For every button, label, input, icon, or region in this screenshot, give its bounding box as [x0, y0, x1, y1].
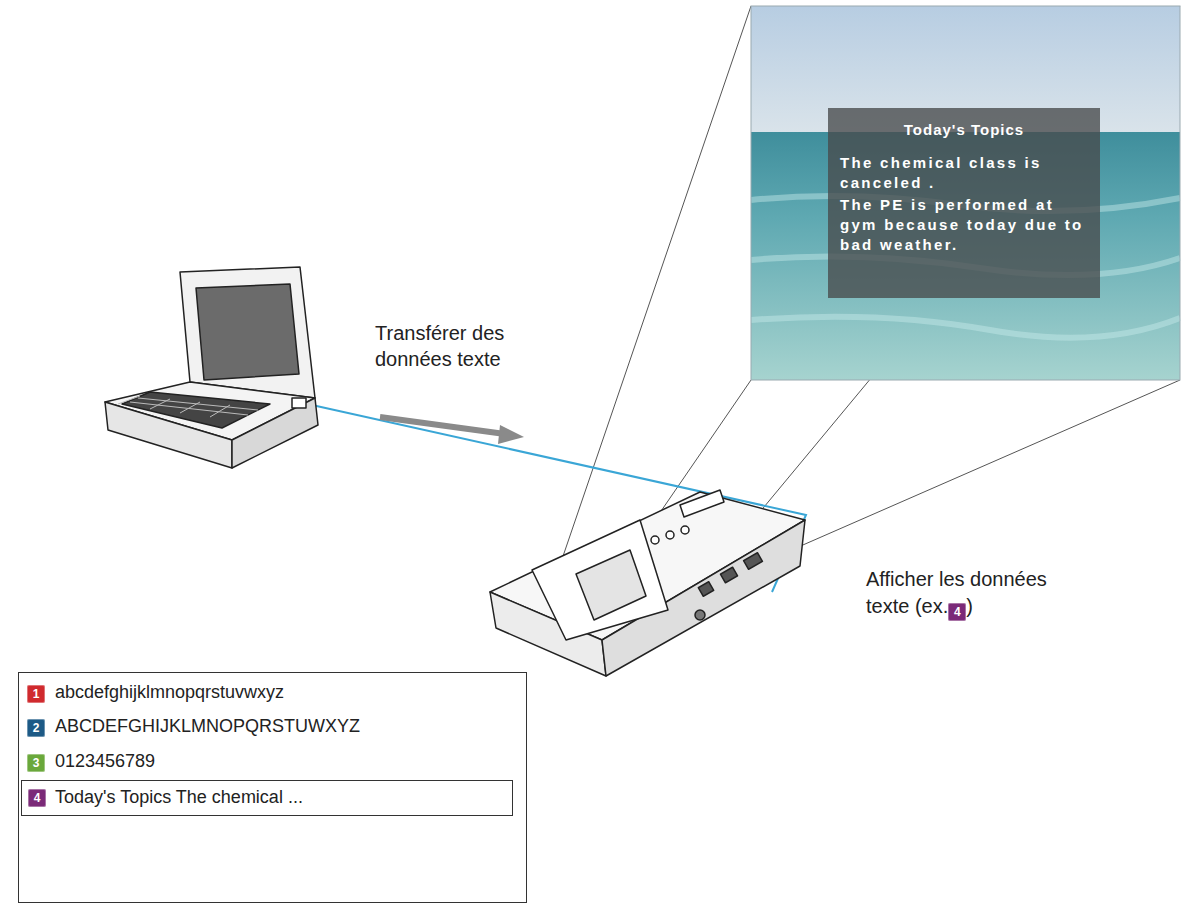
projector-port [720, 567, 737, 583]
projector-button [666, 531, 674, 539]
laptop-keyboard [122, 392, 270, 428]
laptop-lid [180, 267, 315, 398]
transfer-arrow-head [498, 425, 524, 444]
list-item-text: Today's Topics The chemical ... [55, 787, 303, 808]
projector-port [698, 582, 713, 597]
list-item-box: Today's Topics The chemical ... 4 [21, 780, 513, 816]
screen-border [751, 6, 1180, 380]
callout-badge: 1 [27, 685, 45, 703]
list-box: abcdefghijklmnopqrstuvwxyzABCDEFGHIJKLMN… [18, 672, 527, 903]
laptop-screen [196, 284, 299, 380]
callout-number: 1 [33, 687, 40, 701]
heading: Today's Topics [828, 121, 1100, 138]
annotation-label: Transférer des données texte [375, 320, 540, 372]
body-text: The chemical class is canceled . [840, 153, 1094, 193]
body-text: The PE is performed at gym because today… [840, 195, 1094, 255]
list-item-text: ABCDEFGHIJKLMNOPQRSTUWXYZ [55, 716, 360, 737]
projector-button [681, 526, 689, 534]
projector-panel [680, 490, 724, 517]
callout-number: 2 [33, 721, 40, 735]
projector-port [695, 610, 705, 620]
list-item-text: abcdefghijklmnopqrstuvwxyz [55, 682, 284, 703]
label-group: Afficher les données texte (ex.4) [866, 566, 1078, 621]
transfer-arrow [380, 417, 505, 434]
projection-line [720, 6, 1180, 560]
projector [490, 490, 805, 676]
projector-port [744, 553, 763, 570]
keyboard-keys [118, 396, 258, 417]
callout-badge: 4 [948, 603, 966, 621]
callout-number: 3 [33, 756, 40, 770]
annotation-label: ) [966, 595, 973, 617]
text-overlay-box: Today's TopicsThe chemical class is canc… [828, 108, 1100, 298]
laptop-port [292, 398, 306, 408]
callout-badge: 4 [28, 789, 46, 807]
callout-badge: 3 [27, 754, 45, 772]
projector-mirror-flap [532, 520, 668, 640]
projected-image [751, 6, 1180, 380]
laptop [105, 267, 318, 468]
callout-number: 4 [954, 605, 961, 619]
callout-badge: 2 [27, 719, 45, 737]
projector-lens-window [576, 550, 646, 620]
callout-number: 4 [34, 791, 41, 805]
projector-button [651, 536, 659, 544]
list-item-text: 0123456789 [55, 751, 155, 772]
